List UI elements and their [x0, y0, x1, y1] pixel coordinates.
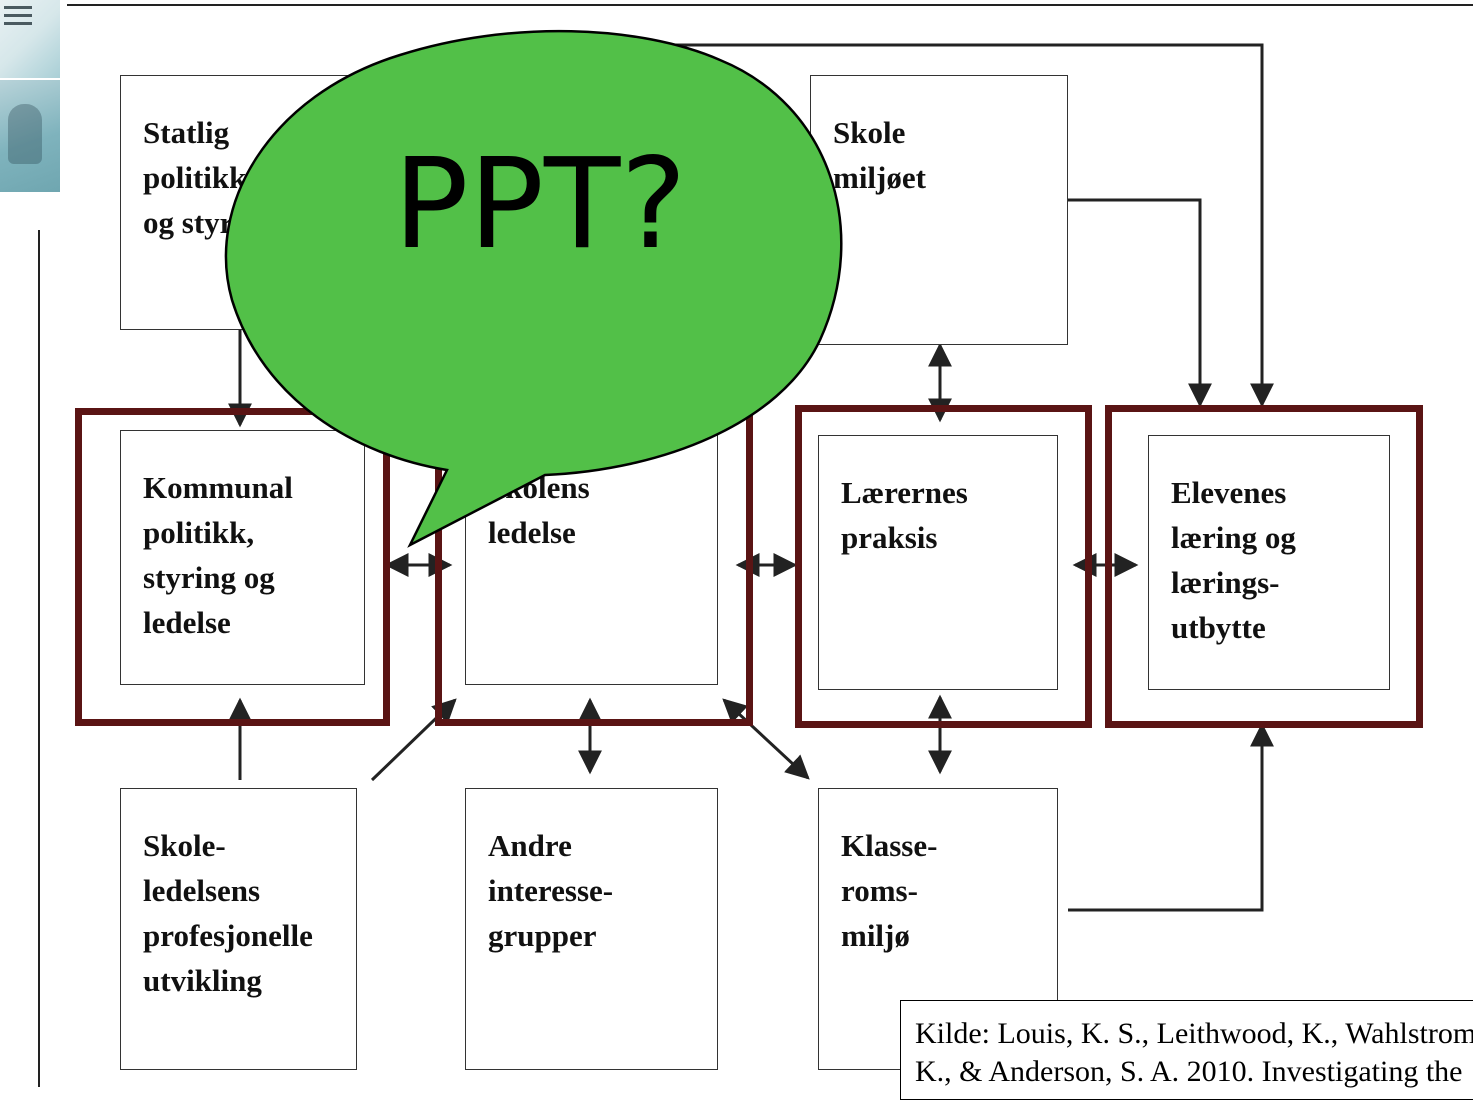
slide-thumbnail-2[interactable] [0, 80, 60, 192]
speech-bubble-text: PPT? [393, 132, 687, 277]
slide-left-border [38, 230, 40, 1087]
arrow-skolens-klasserom [722, 698, 810, 780]
box-skoleledelsens-utvikling: Skole- ledelsens profesjonelle utvikling [120, 788, 357, 1070]
arrow-statlig-to-elevenes [500, 43, 1274, 408]
thumbnail-portrait [8, 104, 42, 164]
slide-top-border [67, 4, 1473, 6]
thumbnail-text-lines [4, 6, 32, 30]
box-skole-miljoet: Skole miljøet [810, 75, 1068, 345]
group-elevenes [1105, 405, 1423, 728]
box-kommunal-politikk: Kommunal politikk, styring og ledelse [120, 430, 365, 685]
group-larernes [795, 405, 1092, 728]
source-citation: Kilde: Louis, K. S., Leithwood, K., Wahl… [900, 1000, 1473, 1100]
box-elevenes-laering: Elevenes læring og lærings- utbytte [1148, 435, 1390, 690]
box-larernes-praksis: Lærernes praksis [818, 435, 1058, 690]
source-line-2: K., & Anderson, S. A. 2010. Investigatin… [915, 1055, 1463, 1088]
box-andre-interessegrupper: Andre interesse- grupper [465, 788, 718, 1070]
arrow-skolemiljo-to-elevenes [1068, 198, 1212, 408]
arrow-klasserom-to-elevenes [1068, 722, 1274, 912]
speech-bubble-shape [224, 29, 843, 548]
group-kommunal [75, 408, 390, 726]
source-line-1: Kilde: Louis, K. S., Leithwood, K., Wahl… [915, 1017, 1473, 1050]
slide-thumbnail-1[interactable] [0, 0, 60, 78]
